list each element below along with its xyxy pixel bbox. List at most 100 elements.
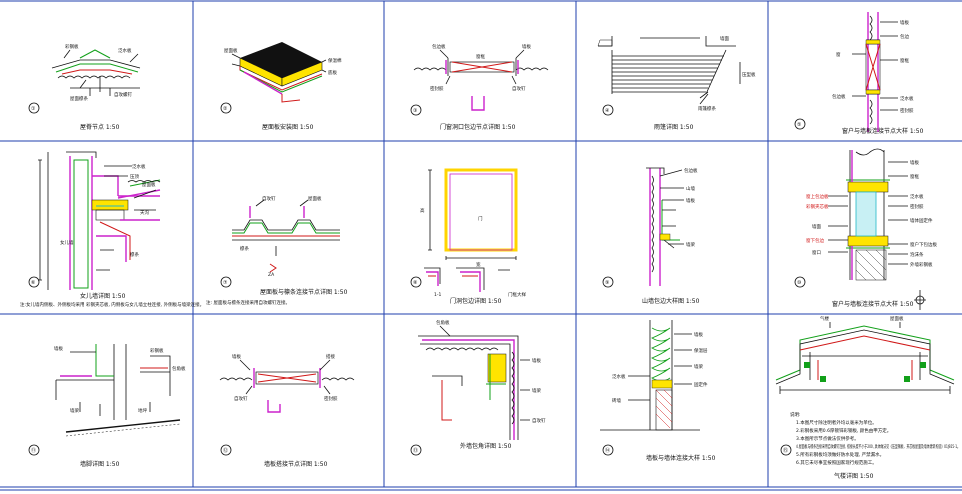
detail-1-number: ① [31,106,36,112]
svg-text:墙板: 墙板 [54,345,63,352]
svg-text:墙板: 墙板 [232,353,241,360]
detail-6-label: ⑥ 女儿墙详图 1:50 注:女儿墙内侧板、外侧板均采用 彩钢夹芯板, 内侧板与… [20,276,204,308]
detail-11-caption: 墙脚详图 1:50 [80,460,120,468]
detail-3-label: ③ 门窗洞口包边节点详图 1:50 [410,104,516,131]
svg-text:包边板: 包边板 [832,93,846,100]
svg-text:搭接: 搭接 [326,353,335,360]
svg-text:泛水板: 泛水板 [132,163,146,170]
svg-text:屋面板: 屋面板 [890,315,904,322]
svg-text:底板: 底板 [328,69,337,76]
d10-red-label-0: 窗上包边板 [806,193,829,200]
svg-text:密封胶: 密封胶 [900,107,914,114]
detail-13-exterior-corner: 包角板 墙板 墙梁 自攻钉 [418,319,546,440]
d10-label-4: 墙体固定件 [910,217,933,224]
svg-text:女儿墙: 女儿墙 [60,239,74,246]
notes-heading: 说明: [790,411,801,418]
svg-text:檩条: 檩条 [130,251,139,258]
d10-label-3: 密封胶 [910,203,924,210]
d10-label-0: 墙板 [910,159,919,166]
detail-8-label: ⑧ 门洞包边详图 1:50 [410,276,502,305]
svg-text:屋面檩条: 屋面檩条 [70,95,88,102]
detail-15-label: ⑮ 气楼详图 1:50 [780,444,874,480]
detail-2-label: ② 屋面板安装图 1:50 [220,102,314,131]
svg-text:墙梁: 墙梁 [694,363,703,370]
detail-12-caption: 墙板搭接节点详图 1:50 [264,460,328,468]
detail-9-number: ⑨ [605,280,609,286]
svg-text:地坪: 地坪 [138,407,147,414]
d10-label-8: 墙面 [812,223,821,230]
svg-text:屋面板: 屋面板 [224,47,238,54]
detail-3-caption: 门窗洞口包边节点详图 1:50 [440,123,516,131]
detail-15-caption: 气楼详图 1:50 [834,472,874,480]
svg-text:密封胶: 密封胶 [324,395,338,402]
note-line-2: 2.彩钢板采用0.6厚镀锌彩钢板, 颜色由甲方定。 [796,427,891,434]
svg-text:宽: 宽 [476,261,481,268]
svg-text:固定件: 固定件 [694,381,708,388]
svg-text:密封胶: 密封胶 [430,85,444,92]
svg-text:包边: 包边 [900,33,909,40]
svg-text:1-1: 1-1 [434,292,441,298]
svg-text:彩钢板: 彩钢板 [65,43,79,50]
note-line-5: 5.所有彩钢板均须做好防水处理, 严禁漏水。 [796,451,884,458]
detail-6-parapet: 泛水板 压顶 屋面板 天沟 女儿墙 檩条 [38,151,161,290]
detail-2-roof-panel: 屋面板 保温棉 底板 [224,42,342,103]
svg-text:自攻螺钉: 自攻螺钉 [114,91,132,98]
detail-9-gable-edging: 包边板 山墙 墙板 墙梁 [646,167,698,286]
note-line-4: 4.屋面板与檩条连接采用自攻螺钉连接, 搭接长度不小于200, 具体做法见《压型… [796,443,960,450]
detail-14-panel-masonry: 墙板 保温层 墙梁 泛水板 固定件 砖墙 [600,320,708,431]
svg-text:门框大样: 门框大样 [508,291,526,298]
svg-text:包边板: 包边板 [684,167,698,174]
detail-4-caption: 雨篷详图 1:50 [654,123,694,131]
detail-11-number: ⑪ [31,447,36,454]
detail-6-number: ⑥ [31,280,36,286]
svg-text:墙梁: 墙梁 [70,407,79,414]
detail-7-number: ⑦ [223,280,228,286]
detail-11-label: ⑪ 墙脚详图 1:50 [28,444,120,468]
detail-10-window-wall: 墙板 窗框 泛水板 密封胶 墙体固定件 窗户下包边板 泡沫条 外墙彩钢板 墙面 … [806,148,937,310]
svg-text:包边板: 包边板 [432,43,446,50]
detail-12-number: ⑫ [223,447,228,454]
detail-9-label: ⑨ 山墙包边大样图 1:50 [602,276,700,305]
detail-5-number: ⑤ [797,122,801,128]
detail-5-window-wall: 墙板 包边 窗框 泛水板 密封胶 窗 包边板 [832,12,914,132]
svg-text:天沟: 天沟 [140,209,149,216]
detail-7-caption: 屋面板与檩条连接节点详图 1:50 [260,288,348,296]
detail-8-door-edging: 高 门 宽 门框大样 1-1 [420,168,526,298]
svg-text:高: 高 [420,207,425,214]
d10-label-6: 泡沫条 [910,251,924,258]
detail-7-label: ⑦ 屋面板与檩条连接节点详图 1:50 注: 屋面板与檩条连接采用自攻螺钉连接。 [206,276,348,306]
note-line-3: 3.本图所示节点做法仅供参考。 [796,435,859,442]
detail-2-caption: 屋面板安装图 1:50 [262,123,314,131]
detail-5-label: ⑤ 窗户与墙板连接节点大样 1:50 [794,118,924,135]
svg-text:自攻钉: 自攻钉 [234,395,248,402]
svg-text:自攻钉: 自攻钉 [262,195,276,202]
detail-6-note: 注:女儿墙内侧板、外侧板均采用 彩钢夹芯板, 内侧板与女儿墙立柱连接, 外侧板与… [20,301,204,308]
detail-7-roof-purlin: 自攻钉 屋面板 檩条 ZA [232,195,340,278]
svg-text:自攻钉: 自攻钉 [512,85,526,92]
detail-10-caption: 窗户与墙板连接节点大样 1:50 [832,300,914,308]
d10-label-5: 窗户下包边板 [910,241,937,248]
svg-text:泛水板: 泛水板 [900,95,914,102]
detail-15-monitor-roof: 气楼 屋面板 [775,315,955,394]
d10-red-label-1: 彩钢夹芯板 [806,203,829,210]
svg-text:屋面板: 屋面板 [308,195,322,202]
detail-10-number: ⑩ [797,280,802,286]
svg-text:墙梁: 墙梁 [532,387,541,394]
notes-block: 说明: 1.本图尺寸除注明者外均以毫米为单位。 2.彩钢板采用0.6厚镀锌彩钢板… [790,411,960,466]
detail-6-caption: 女儿墙详图 1:50 [80,292,126,300]
detail-3-number: ③ [413,108,417,114]
note-line-6: 6.其它未尽事宜按照国家现行规范施工。 [796,459,877,466]
svg-text:ZA: ZA [268,272,275,278]
detail-4-number: ④ [605,108,610,114]
svg-text:窗框: 窗框 [476,53,485,60]
svg-text:包角板: 包角板 [436,319,450,326]
detail-12-wall-lap: 墙板 搭接 自攻钉 密封胶 [219,353,355,413]
note-line-1: 1.本图尺寸除注明者外均以毫米为单位。 [796,419,877,426]
svg-text:包角板: 包角板 [172,365,186,372]
svg-text:檩条: 檩条 [240,245,249,252]
svg-text:保温层: 保温层 [694,347,708,354]
detail-13-number: ⑬ [413,447,418,454]
svg-text:砖墙: 砖墙 [612,397,621,404]
